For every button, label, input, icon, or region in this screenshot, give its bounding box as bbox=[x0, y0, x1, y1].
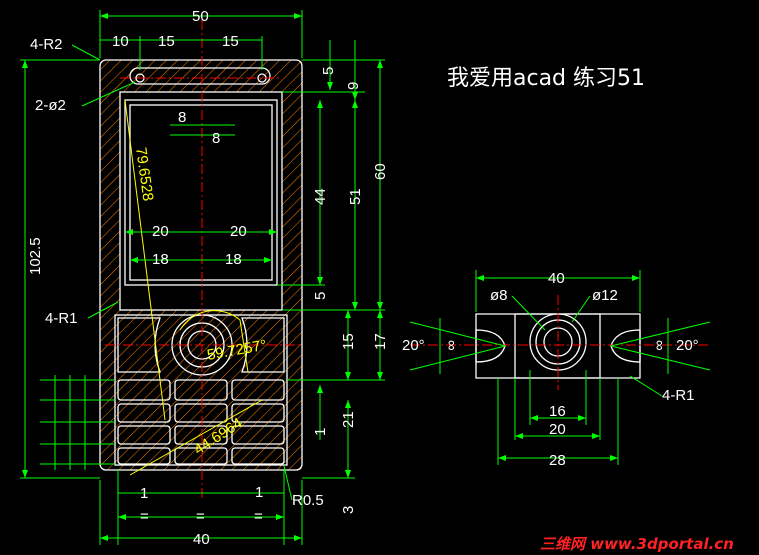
dim-60: 60 bbox=[372, 163, 389, 180]
dim-1-bottom-b: 1 bbox=[255, 484, 263, 501]
dim-18a: 18 bbox=[152, 251, 169, 268]
key bbox=[117, 403, 171, 423]
side-dim-16: 16 bbox=[549, 403, 566, 420]
dim-15a: 15 bbox=[158, 33, 175, 50]
key bbox=[174, 447, 228, 465]
side-dim-d8: ø8 bbox=[490, 287, 508, 304]
key bbox=[231, 403, 285, 423]
nav-key-left bbox=[117, 317, 161, 373]
dim-44: 44 bbox=[312, 188, 329, 205]
label-4-r1-front: 4-R1 bbox=[45, 310, 78, 327]
side-dim-28: 28 bbox=[549, 452, 566, 469]
dim-eq3: = bbox=[254, 508, 263, 525]
phone-inner-outline bbox=[119, 91, 283, 311]
dim-21: 21 bbox=[340, 411, 357, 428]
dim-9: 9 bbox=[345, 82, 362, 90]
dim-5b: 5 bbox=[312, 292, 329, 300]
phone-body-outline bbox=[99, 59, 303, 471]
screen-outer bbox=[124, 99, 278, 286]
dim-overall-width: 50 bbox=[192, 8, 209, 25]
side-view bbox=[410, 295, 710, 390]
front-view bbox=[99, 20, 303, 500]
screen-inner bbox=[129, 104, 273, 281]
dim-51: 51 bbox=[347, 188, 364, 205]
dim-20a: 20 bbox=[152, 223, 169, 240]
side-dim-20: 20 bbox=[549, 421, 566, 438]
key bbox=[231, 379, 285, 401]
key bbox=[117, 425, 171, 445]
key bbox=[117, 447, 171, 465]
key bbox=[117, 379, 171, 401]
key bbox=[231, 425, 285, 445]
dim-15: 15 bbox=[340, 333, 357, 350]
side-angle-right: 20° bbox=[676, 337, 699, 354]
dim-17: 17 bbox=[372, 333, 389, 350]
angle-arc bbox=[179, 310, 249, 373]
side-dimensions: 40 ø8 ø12 20° ∞ 20° ∞ 4-R1 16 20 28 bbox=[402, 270, 711, 469]
number-keys bbox=[117, 379, 285, 465]
dim-5a: 5 bbox=[320, 67, 337, 75]
side-angle-left: 20° bbox=[402, 337, 425, 354]
dim-8a: 8 bbox=[178, 109, 186, 126]
watermark: 三维网 www.3dportal.cn bbox=[540, 535, 734, 553]
drawing-title: 我爱用acad 练习51 bbox=[447, 66, 645, 91]
dim-18b: 18 bbox=[225, 251, 242, 268]
dim-eq1: = bbox=[140, 508, 149, 525]
dim-20b: 20 bbox=[230, 223, 247, 240]
dim-overall-bottom: 40 bbox=[193, 531, 210, 548]
key bbox=[174, 379, 228, 401]
dim-diag-79: 79.6528 bbox=[132, 146, 156, 202]
side-dim-40: 40 bbox=[548, 270, 565, 287]
key bbox=[231, 447, 285, 465]
dim-1-bottom-a: 1 bbox=[140, 485, 148, 502]
side-dim-d12: ø12 bbox=[592, 287, 618, 304]
construction-line bbox=[129, 399, 263, 476]
side-inf-left: ∞ bbox=[443, 340, 460, 351]
top-slot bbox=[129, 67, 271, 85]
side-label-r1: 4-R1 bbox=[662, 387, 695, 404]
keypad-left-dims bbox=[40, 375, 115, 470]
dim-15b: 15 bbox=[222, 33, 239, 50]
nav-key-right bbox=[241, 317, 285, 373]
dim-eq2: = bbox=[196, 508, 205, 525]
side-inf-right: ∞ bbox=[651, 340, 668, 351]
dim-8b: 8 bbox=[212, 130, 220, 147]
key bbox=[174, 403, 228, 423]
key bbox=[174, 425, 228, 445]
side-notch-right bbox=[610, 329, 641, 363]
dim-3: 3 bbox=[340, 506, 357, 514]
phone-body-hatch bbox=[100, 60, 302, 470]
label-2-holes: 2-ø2 bbox=[35, 97, 66, 114]
label-r05: R0.5 bbox=[292, 492, 324, 509]
dim-height: 102.5 bbox=[27, 237, 44, 275]
side-notch-left bbox=[475, 329, 506, 363]
dim-1-right: 1 bbox=[312, 428, 329, 436]
dim-10: 10 bbox=[112, 33, 129, 50]
label-4-r2: 4-R2 bbox=[30, 36, 63, 53]
